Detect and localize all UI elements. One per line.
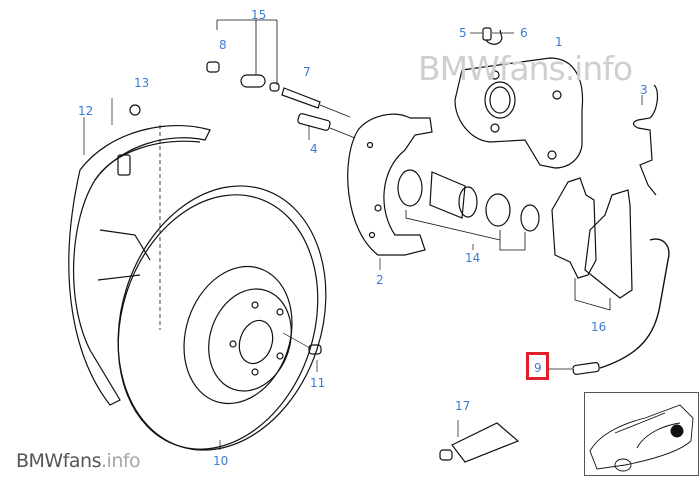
callout-6[interactable]: 6 (520, 26, 528, 40)
watermark-suffix: .info (101, 450, 141, 472)
callout-5[interactable]: 5 (459, 26, 467, 40)
watermark-bottom: BMWfans.info (16, 450, 141, 472)
watermark-brand: BMWfans (16, 450, 102, 472)
caliper-carrier-drawing (347, 113, 433, 256)
callout-16[interactable]: 16 (591, 320, 607, 334)
callout-17[interactable]: 17 (455, 399, 471, 413)
guide-parts-drawing (206, 19, 356, 139)
watermark-top: BMWfans.info (418, 49, 633, 88)
disc-screw-drawing (308, 344, 322, 355)
brake-disc-drawing (117, 185, 327, 451)
callout-2[interactable]: 2 (376, 273, 384, 287)
callout-1[interactable]: 1 (555, 35, 563, 49)
callout-13[interactable]: 13 (134, 76, 150, 90)
shield-bolt-drawing (111, 98, 141, 125)
callout-4[interactable]: 4 (310, 142, 318, 156)
caliper-housing-drawing (454, 27, 584, 169)
anti-rattle-spring-drawing (632, 84, 659, 196)
dust-shield-drawing (68, 124, 211, 406)
leader-lines (83, 32, 514, 450)
brake-pads-drawing (551, 177, 633, 311)
car-icon (589, 404, 694, 472)
callout-10[interactable]: 10 (213, 454, 229, 468)
callout-9[interactable]: 9 (534, 361, 542, 375)
grease-tube-drawing (439, 420, 520, 463)
piston-kit-drawing (397, 169, 540, 251)
highlight-box-9 (526, 352, 549, 380)
callout-7[interactable]: 7 (303, 65, 311, 79)
callout-12[interactable]: 12 (78, 104, 94, 118)
callout-14[interactable]: 14 (465, 251, 481, 265)
callout-11[interactable]: 11 (310, 376, 326, 390)
callout-3[interactable]: 3 (640, 83, 648, 97)
callout-15[interactable]: 15 (251, 8, 267, 22)
vehicle-location-inset (584, 392, 699, 476)
callout-8[interactable]: 8 (219, 38, 227, 52)
wear-sensor-drawing (548, 238, 670, 375)
